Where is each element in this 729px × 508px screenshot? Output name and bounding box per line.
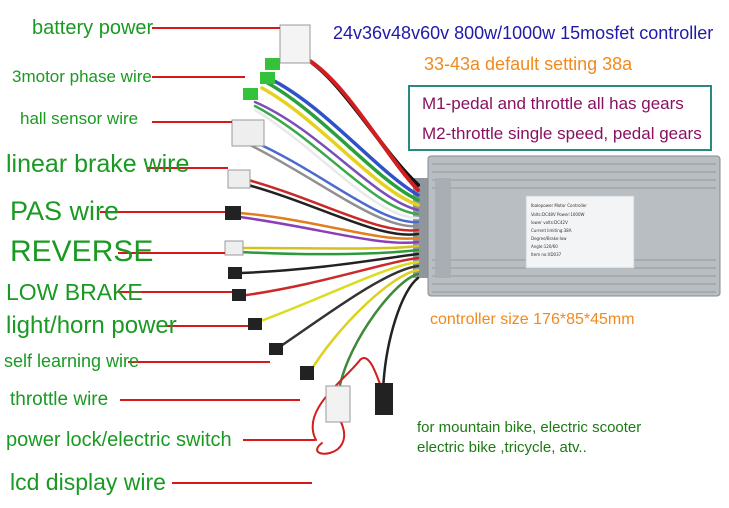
plate-line: Degree/Brake:low — [531, 236, 567, 241]
mode-1-text: M1-pedal and throttle all has gears — [422, 94, 684, 113]
wire-bundle — [238, 53, 420, 455]
mode-2-text: M2-throttle single speed, pedal gears — [422, 124, 702, 143]
label-power-lock-switch: power lock/electric switch — [6, 429, 232, 451]
plate-line: Current limiting:38A — [531, 228, 572, 233]
name-plate: Ibalepower Motor Controller Volts:DC48V … — [525, 195, 635, 269]
label-self-learning-wire: self learning wire — [4, 351, 140, 371]
label-lcd-display-wire: lcd display wire — [10, 469, 166, 495]
label-light-horn-power: light/horn power — [6, 312, 177, 339]
usage-line-2: electric bike ,tricycle, atv.. — [417, 439, 587, 456]
label-motor-phase-wire: 3motor phase wire — [12, 67, 152, 86]
label-low-brake: LOW BRAKE — [6, 279, 143, 305]
label-hall-sensor-wire: hall sensor wire — [20, 109, 139, 128]
label-throttle-wire: throttle wire — [10, 389, 109, 410]
plate-line: Volts:DC48V Power:1000W — [531, 212, 585, 217]
label-linear-brake-wire: linear brake wire — [6, 150, 190, 178]
label-reverse: REVERSE — [10, 235, 154, 268]
spec-headline: 24v36v48v60v 800w/1000w 15mosfet control… — [333, 23, 714, 43]
mode-box: M1-pedal and throttle all has gears M2-t… — [408, 85, 712, 151]
label-pas-wire: PAS wire — [10, 196, 120, 226]
plate-line: Angle:120/60 — [531, 244, 558, 249]
amp-setting-text: 33-43a default setting 38a — [424, 54, 633, 74]
controller-size-text: controller size 176*85*45mm — [430, 311, 635, 328]
plate-title: Ibalepower Motor Controller — [531, 203, 587, 208]
label-battery-power: battery power — [32, 17, 154, 39]
plate-line: Item no:XD037 — [531, 252, 562, 257]
plate-line: lower volts:DC42V — [531, 220, 568, 225]
usage-line-1: for mountain bike, electric scooter — [417, 419, 642, 436]
pointer-lines — [100, 27, 315, 484]
connectors — [224, 24, 393, 423]
